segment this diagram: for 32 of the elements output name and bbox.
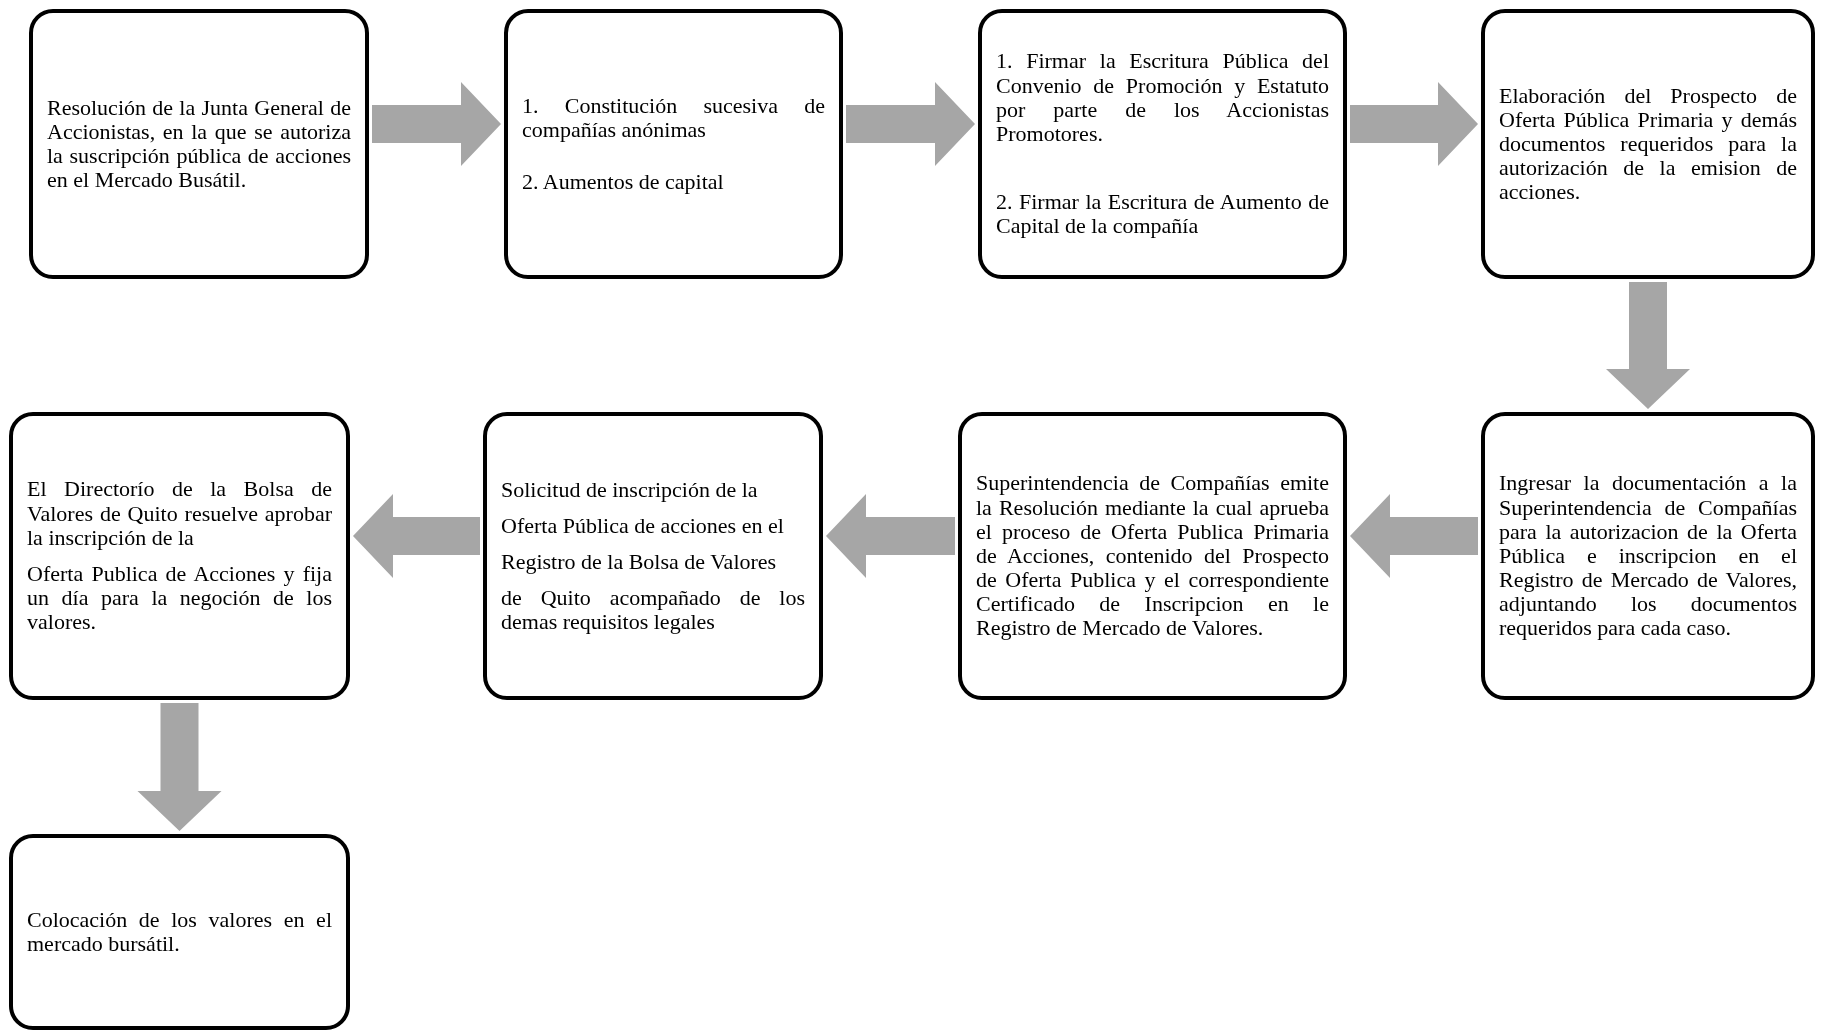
process-box	[9, 412, 350, 700]
block-arrow	[137, 703, 222, 831]
block-arrow	[372, 82, 501, 166]
block-arrow	[826, 494, 955, 578]
step-text: Solicitud de inscripción de la	[501, 477, 759, 502]
block-arrow	[1350, 82, 1478, 166]
step-text: 2. Aumentos de capital	[522, 170, 725, 195]
step-text: 1. Constitución sucesiva de compañías anónimas	[522, 93, 825, 143]
step-text: 1. Firmar la Escritura Pública del Convenio de Promoción y Estatuto por parte de los Accionistas Promotores.	[996, 49, 1329, 147]
step-text: Registro de la Bolsa de Valores	[501, 549, 778, 575]
process-box	[958, 412, 1347, 700]
step-text: Resolución de la Junta General de Accionistas, en la que se autoriza la suscripción pública de acciones en el Mercado Busátil.	[47, 95, 351, 193]
step-text: Ingresar la documentación a la Superintendencia de Compañías para la autorizacion de la Oferta Pública e inscripcion en el Registro de Mercado de Valores, adjuntando los documentos requeridos para cada caso.	[1499, 471, 1797, 641]
process-box	[29, 9, 369, 279]
step-text: Oferta Pública de acciones en el	[501, 513, 785, 538]
block-arrow	[846, 82, 975, 166]
step-text: Superintendencia de Compañías emite la Resolución mediante la cual aprueba el proceso de Oferta Publica Primaria de Acciones, contenido del Prospecto de Oferta Publica y el correspondiente Certificado de Inscripcion en le Registro de Mercado de Valores.	[976, 471, 1329, 641]
process-box	[978, 9, 1347, 279]
process-box	[9, 834, 350, 1030]
process-box	[1481, 9, 1815, 279]
block-arrow	[353, 494, 480, 578]
step-text: Colocación de los valores en el mercado bursátil.	[27, 907, 332, 957]
process-box	[1481, 412, 1815, 700]
step-text: Elaboración del Prospecto de Oferta Pública Primaria y demás documentos requeridos para la autorización de la emision de acciones.	[1499, 83, 1797, 205]
step-text: de Quito acompañado de los demas requisitos legales	[501, 586, 805, 635]
block-arrow	[1350, 494, 1478, 578]
process-box	[504, 9, 843, 279]
step-text: El Directorío de la Bolsa de Valores de Quito resuelve aprobar la inscripción de la	[27, 477, 332, 550]
block-arrow	[1606, 282, 1690, 409]
step-text: 2. Firmar la Escritura de Aumento de Capital de la compañía	[996, 190, 1329, 239]
step-text: Oferta Publica de Acciones y fija un día para la negoción de los valores.	[27, 562, 332, 635]
process-box	[483, 412, 823, 700]
